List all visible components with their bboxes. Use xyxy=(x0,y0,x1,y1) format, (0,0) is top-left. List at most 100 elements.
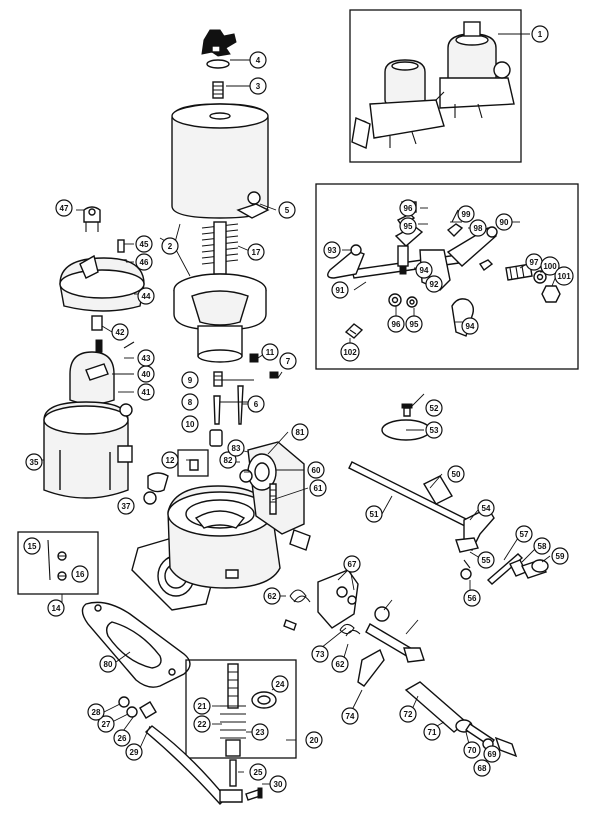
callout-label: 95 xyxy=(404,222,413,231)
callout-circle xyxy=(249,51,267,69)
callout-circle xyxy=(341,707,359,725)
callout-label: 46 xyxy=(140,258,149,267)
callout-41: 41 xyxy=(137,383,155,401)
callout-circle xyxy=(278,201,296,219)
callout-label: 70 xyxy=(468,746,477,755)
callout-70: 70 xyxy=(463,741,481,759)
callout-label: 7 xyxy=(286,357,291,366)
callout-61: 61 xyxy=(309,479,327,497)
callout-55: 55 xyxy=(477,551,495,569)
jet-assembly xyxy=(220,663,277,757)
callout-91: 91 xyxy=(331,281,349,299)
callout-circle xyxy=(399,217,417,235)
inset-14-parts xyxy=(47,539,67,581)
callout-label: 81 xyxy=(296,428,305,437)
callout-94: 94 xyxy=(415,261,433,279)
callout-label: 73 xyxy=(316,650,325,659)
callout-label: 68 xyxy=(478,764,487,773)
callout-circle xyxy=(117,497,135,515)
callout-53: 53 xyxy=(425,421,443,439)
callout-57: 57 xyxy=(515,525,533,543)
callout-label: 94 xyxy=(420,266,429,275)
callout-label: 1 xyxy=(538,30,543,39)
callout-circle xyxy=(311,645,329,663)
callout-circle xyxy=(457,205,475,223)
callout-label: 96 xyxy=(404,204,413,213)
callout-90: 90 xyxy=(495,213,513,231)
callout-52: 52 xyxy=(425,399,443,417)
inset-frame-carburettors xyxy=(349,9,522,163)
callout-circle xyxy=(111,323,129,341)
callout-22: 22 xyxy=(193,715,211,733)
inset-frame-14 xyxy=(17,531,99,595)
callout-circle xyxy=(425,275,443,293)
callout-label: 24 xyxy=(276,680,285,689)
callout-label: 47 xyxy=(60,204,69,213)
callout-98: 98 xyxy=(469,219,487,237)
callout-label: 35 xyxy=(30,458,39,467)
callout-circle xyxy=(137,287,155,305)
callout-circle xyxy=(531,25,549,43)
callout-circle xyxy=(269,775,287,793)
callout-label: 62 xyxy=(268,592,277,601)
callout-69: 69 xyxy=(483,745,501,763)
callout-56: 56 xyxy=(463,589,481,607)
callout-14: 14 xyxy=(47,599,65,617)
callout-16: 16 xyxy=(71,565,89,583)
callout-circle xyxy=(181,393,199,411)
callout-label: 82 xyxy=(224,456,233,465)
callout-circle xyxy=(399,705,417,723)
callout-circle xyxy=(415,261,433,279)
callout-94-b: 94 xyxy=(461,317,479,335)
callout-label: 55 xyxy=(482,556,491,565)
throttle-linkage-lower xyxy=(283,569,425,687)
callout-label: 62 xyxy=(336,660,345,669)
callout-6: 6 xyxy=(247,395,265,413)
callout-92: 92 xyxy=(425,275,443,293)
callout-100: 100 xyxy=(540,256,560,276)
callout-96-b: 96 xyxy=(387,315,405,333)
callout-label: 37 xyxy=(122,502,131,511)
callout-7: 7 xyxy=(279,352,297,370)
callout-circle xyxy=(181,415,199,433)
callout-circle xyxy=(97,715,115,733)
callout-circle xyxy=(551,547,569,565)
callout-circle xyxy=(247,395,265,413)
callout-label: 20 xyxy=(310,736,319,745)
gasket xyxy=(81,601,191,688)
callout-circle xyxy=(249,763,267,781)
callout-label: 69 xyxy=(488,750,497,759)
callout-label: 9 xyxy=(188,376,193,385)
callout-45: 45 xyxy=(135,235,153,253)
callout-circle xyxy=(533,537,551,555)
spindle-parts xyxy=(348,403,549,585)
callout-80: 80 xyxy=(99,655,117,673)
callout-10: 10 xyxy=(181,415,199,433)
callout-83: 83 xyxy=(227,439,245,457)
callout-label: 91 xyxy=(336,286,345,295)
callout-circle xyxy=(405,315,423,333)
callout-circle xyxy=(425,399,443,417)
callout-label: 83 xyxy=(232,444,241,453)
callout-circle xyxy=(447,465,465,483)
callout-44: 44 xyxy=(137,287,155,305)
callout-label: 27 xyxy=(102,720,111,729)
callout-label: 42 xyxy=(116,328,125,337)
callout-11: 11 xyxy=(261,343,279,361)
callout-circle xyxy=(113,729,131,747)
callout-60: 60 xyxy=(307,461,325,479)
callout-label: 6 xyxy=(254,400,259,409)
callout-12: 12 xyxy=(161,451,179,469)
callout-73: 73 xyxy=(311,645,329,663)
callout-circle xyxy=(425,421,443,439)
callout-label: 29 xyxy=(130,748,139,757)
callout-label: 60 xyxy=(312,466,321,475)
callout-label: 92 xyxy=(430,280,439,289)
callout-label: 30 xyxy=(274,780,283,789)
callout-label: 15 xyxy=(28,542,37,551)
callout-circle xyxy=(193,715,211,733)
callout-97: 97 xyxy=(525,253,543,271)
callout-71: 71 xyxy=(423,723,441,741)
callout-circle xyxy=(307,461,325,479)
